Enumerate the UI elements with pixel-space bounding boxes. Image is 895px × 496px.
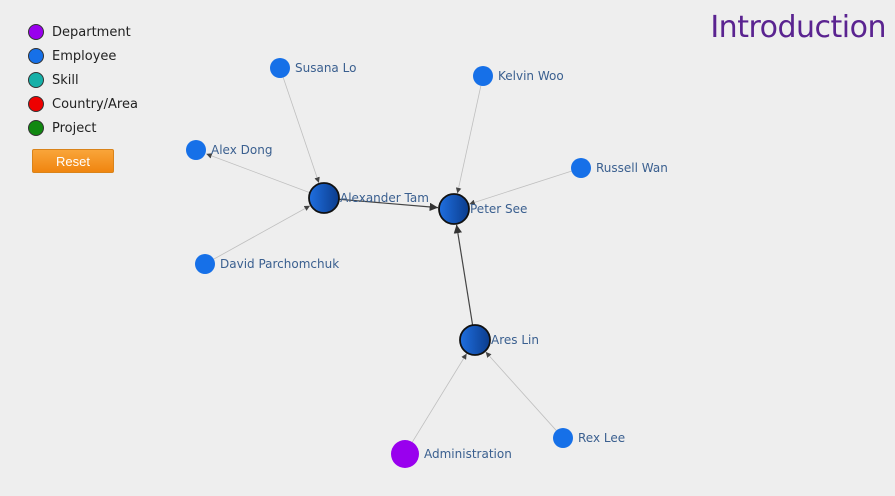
edge-alexander-tam-to-peter-see xyxy=(338,198,439,212)
reset-button[interactable]: Reset xyxy=(32,149,114,173)
employee-swatch-icon xyxy=(28,48,44,64)
legend-item-skill: Skill xyxy=(28,68,138,92)
legend-label: Skill xyxy=(52,72,79,88)
legend-label: Employee xyxy=(52,48,117,64)
edge-ares-lin-to-peter-see xyxy=(453,224,474,326)
node-russell-wan[interactable]: Russell Wan xyxy=(571,158,668,178)
legend-item-department: Department xyxy=(28,20,138,44)
node-label: David Parchomchuk xyxy=(220,257,339,271)
legend-label: Country/Area xyxy=(52,96,138,112)
node-circle[interactable] xyxy=(270,58,290,78)
node-label: Rex Lee xyxy=(578,431,625,445)
edge-rex-lee-to-ares-lin xyxy=(485,351,557,431)
node-circle[interactable] xyxy=(459,324,491,356)
legend-item-employee: Employee xyxy=(28,44,138,68)
skill-swatch-icon xyxy=(28,72,44,88)
page-title: Introduction xyxy=(710,10,886,45)
node-rex-lee[interactable]: Rex Lee xyxy=(553,428,625,448)
legend-label: Department xyxy=(52,24,131,40)
edge-administration-to-ares-lin xyxy=(411,353,467,443)
node-administration[interactable]: Administration xyxy=(391,440,512,468)
node-label: Kelvin Woo xyxy=(498,69,564,83)
node-label: Susana Lo xyxy=(295,61,356,75)
node-circle[interactable] xyxy=(571,158,591,178)
node-label: Alexander Tam xyxy=(340,191,429,205)
legend-item-country-area: Country/Area xyxy=(28,92,138,116)
legend-item-project: Project xyxy=(28,116,138,140)
node-alexander-tam[interactable]: Alexander Tam xyxy=(308,182,429,214)
edge-russell-wan-to-peter-see xyxy=(469,170,572,206)
node-circle[interactable] xyxy=(308,182,340,214)
legend: Department Employee Skill Country/Area P… xyxy=(28,20,138,140)
node-circle[interactable] xyxy=(438,193,470,225)
node-peter-see[interactable]: Peter See xyxy=(438,193,527,225)
node-circle[interactable] xyxy=(391,440,419,468)
edge-alexander-tam-to-alex-dong xyxy=(206,153,311,194)
node-kelvin-woo[interactable]: Kelvin Woo xyxy=(473,66,564,86)
node-label: Alex Dong xyxy=(211,143,272,157)
node-circle[interactable] xyxy=(553,428,573,448)
legend-label: Project xyxy=(52,120,97,136)
edge-david-parchomchuk-to-alexander-tam xyxy=(213,205,311,260)
node-label: Russell Wan xyxy=(596,161,668,175)
edge-susana-lo-to-alexander-tam xyxy=(282,77,320,183)
country-area-swatch-icon xyxy=(28,96,44,112)
node-label: Ares Lin xyxy=(491,333,539,347)
node-circle[interactable] xyxy=(186,140,206,160)
node-label: Peter See xyxy=(470,202,527,216)
node-ares-lin[interactable]: Ares Lin xyxy=(459,324,539,356)
node-susana-lo[interactable]: Susana Lo xyxy=(270,58,356,78)
node-david-parchomchuk[interactable]: David Parchomchuk xyxy=(195,254,339,274)
department-swatch-icon xyxy=(28,24,44,40)
project-swatch-icon xyxy=(28,120,44,136)
node-alex-dong[interactable]: Alex Dong xyxy=(186,140,272,160)
edge-kelvin-woo-to-peter-see xyxy=(455,85,482,194)
node-circle[interactable] xyxy=(195,254,215,274)
node-label: Administration xyxy=(424,447,512,461)
edges-layer xyxy=(206,77,572,443)
node-circle[interactable] xyxy=(473,66,493,86)
